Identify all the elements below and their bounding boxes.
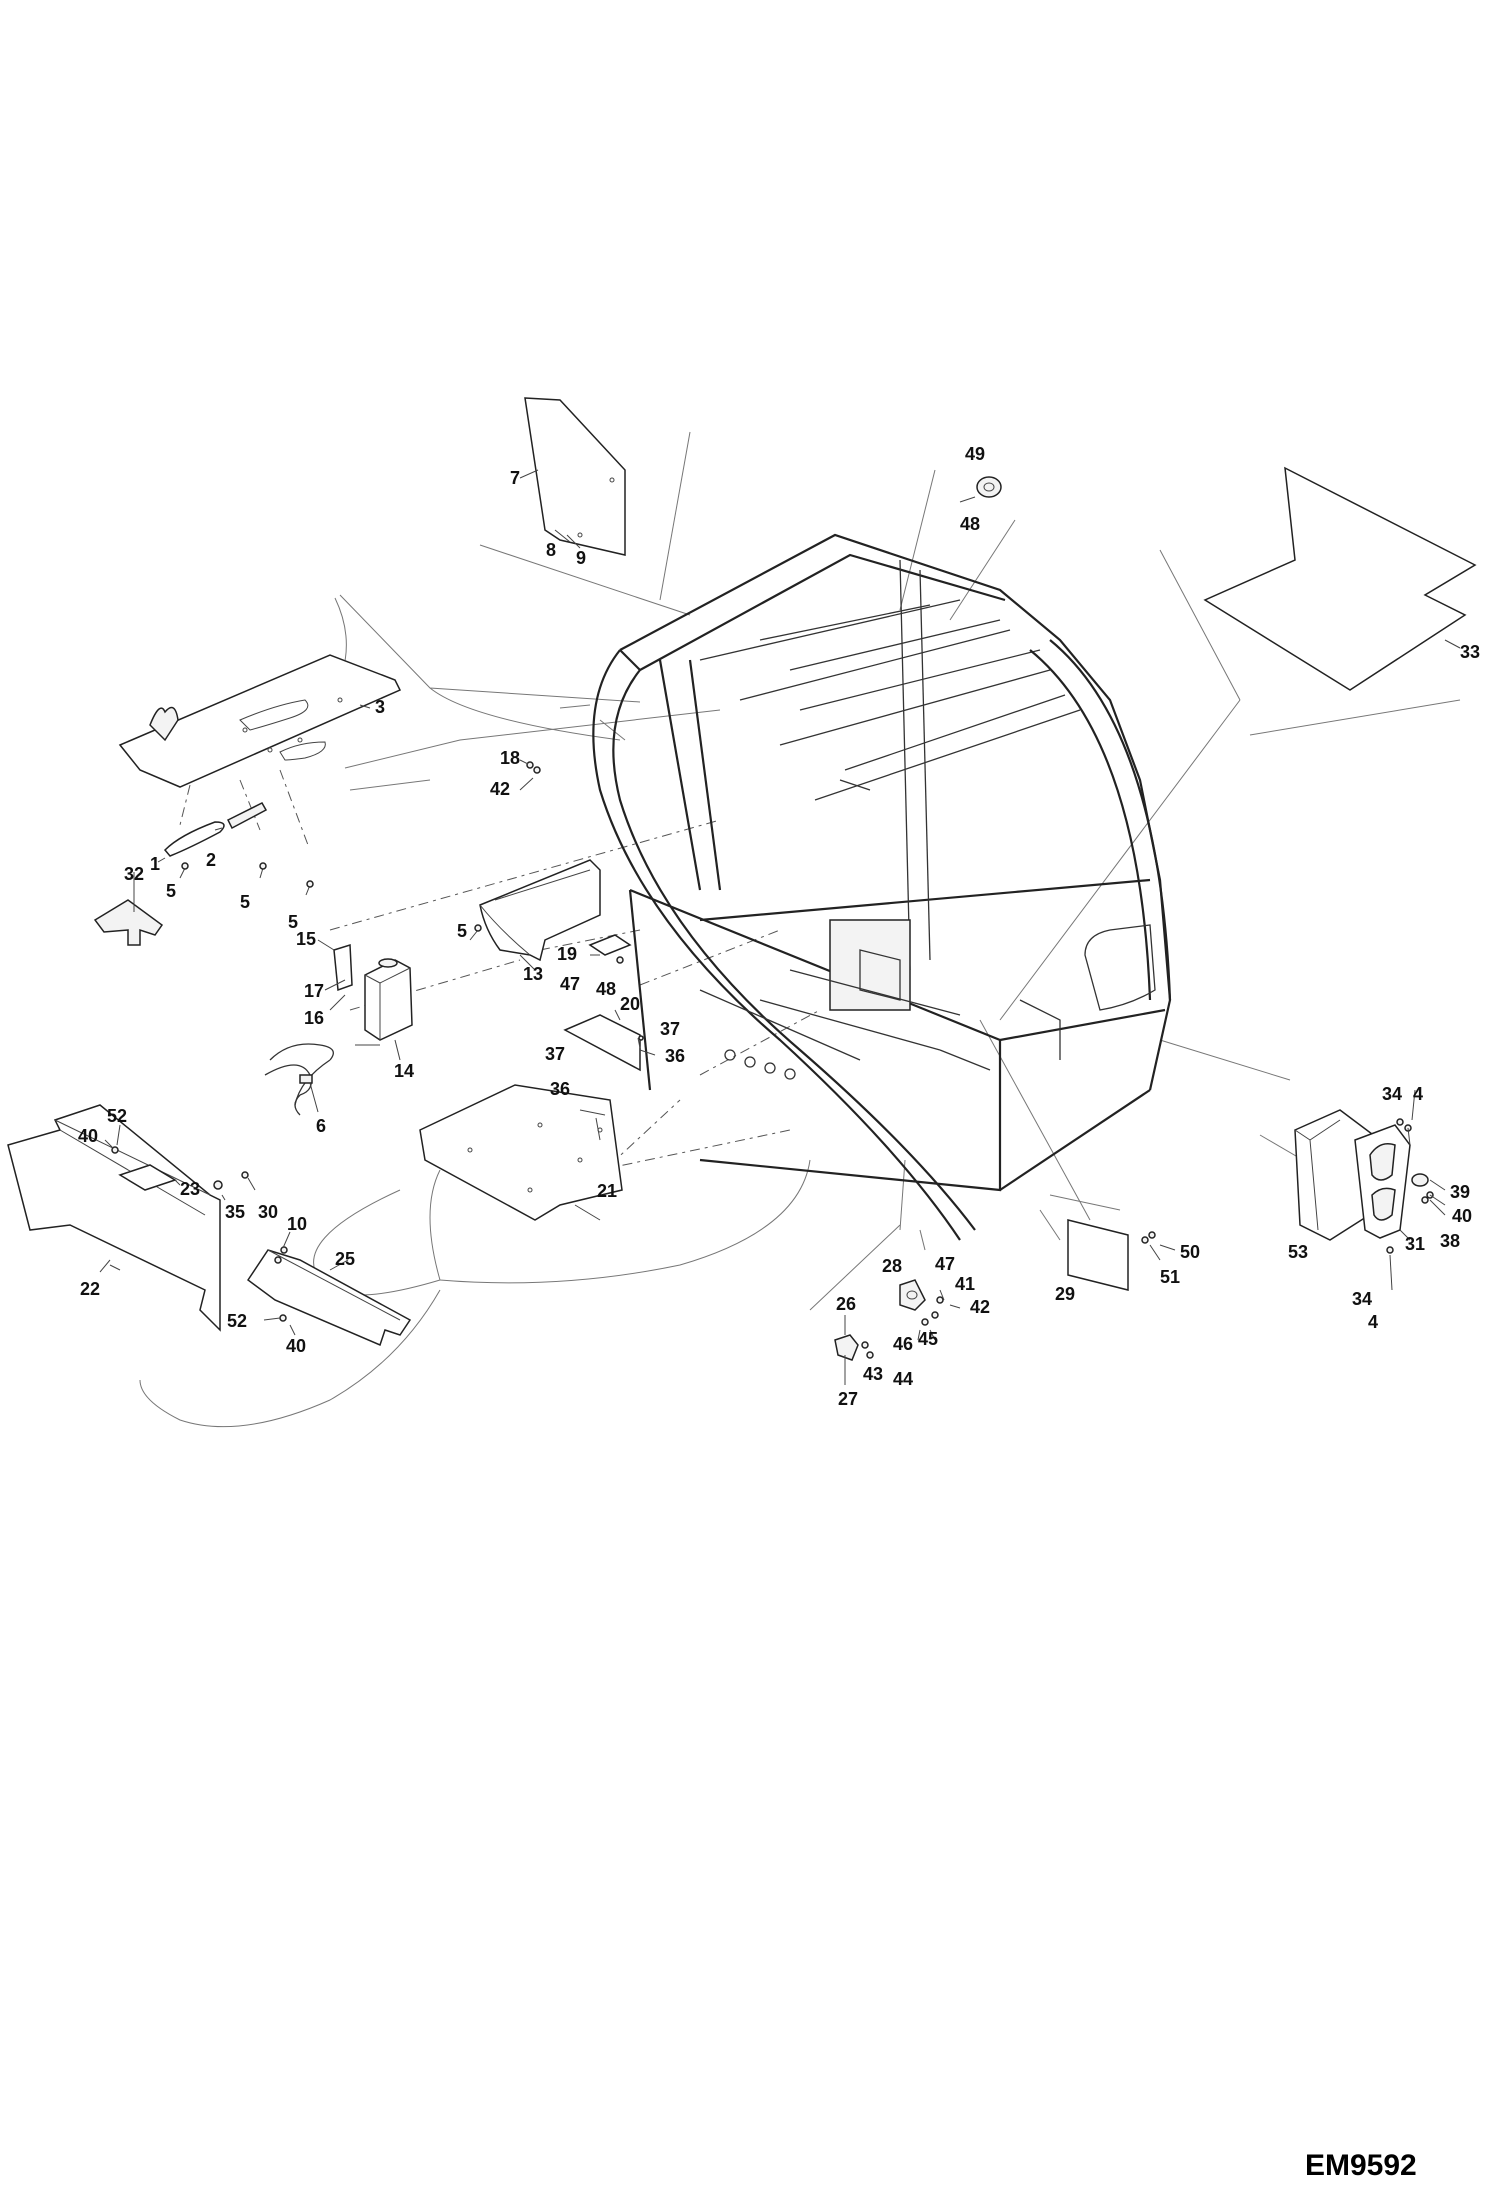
callout-1: 1 bbox=[150, 854, 160, 874]
callout-40-c: 40 bbox=[1452, 1206, 1472, 1226]
drawing-code: EM9592 bbox=[1305, 2149, 1417, 2182]
callout-5-b: 5 bbox=[240, 892, 250, 912]
part-20-plate bbox=[563, 1009, 656, 1072]
part-22-side-panel bbox=[7, 1104, 221, 1332]
screw-52-40-bottom bbox=[263, 1314, 296, 1336]
callout-34-bot: 34 bbox=[1352, 1289, 1372, 1309]
callout-4-bot: 4 bbox=[1368, 1312, 1378, 1332]
callout-49: 49 bbox=[965, 444, 985, 464]
callout-53: 53 bbox=[1288, 1242, 1308, 1262]
callout-47-bot: 47 bbox=[935, 1254, 955, 1274]
part-33-mat bbox=[1203, 466, 1477, 691]
callout-31: 31 bbox=[1405, 1234, 1425, 1254]
callout-2: 2 bbox=[206, 850, 216, 870]
callout-9: 9 bbox=[576, 548, 586, 568]
callout-52-b: 52 bbox=[227, 1311, 247, 1331]
part-32-handle bbox=[93, 872, 164, 946]
callout-42-top: 42 bbox=[490, 779, 510, 799]
part-49-knob bbox=[959, 476, 1002, 503]
part-6-hoses bbox=[264, 1043, 380, 1116]
part-21-floor-plate bbox=[419, 1084, 623, 1221]
callout-14: 14 bbox=[394, 1061, 414, 1081]
callout-20: 20 bbox=[620, 994, 640, 1014]
callout-35: 35 bbox=[225, 1202, 245, 1222]
part-31-door-panel bbox=[1354, 1089, 1446, 1291]
callout-36-b: 36 bbox=[550, 1079, 570, 1099]
callout-22: 22 bbox=[80, 1279, 100, 1299]
callout-40-b: 40 bbox=[286, 1336, 306, 1356]
callout-5-c: 5 bbox=[288, 912, 298, 932]
callout-18: 18 bbox=[500, 748, 520, 768]
callouts: 7 8 9 49 48 33 3 18 42 1 2 5 5 5 32 15 1… bbox=[78, 444, 1480, 1409]
callout-39: 39 bbox=[1450, 1182, 1470, 1202]
callout-3: 3 bbox=[375, 697, 385, 717]
callout-28: 28 bbox=[882, 1256, 902, 1276]
callout-7: 7 bbox=[510, 468, 520, 488]
part-26-lock bbox=[834, 1315, 874, 1385]
callout-6: 6 bbox=[316, 1116, 326, 1136]
part-18-screw bbox=[519, 759, 541, 791]
callout-16: 16 bbox=[304, 1008, 324, 1028]
part-3-roof-panel bbox=[118, 654, 402, 846]
callout-34-top: 34 bbox=[1382, 1084, 1402, 1104]
callout-17: 17 bbox=[304, 981, 324, 1001]
callout-29: 29 bbox=[1055, 1284, 1075, 1304]
callout-42-bot: 42 bbox=[970, 1297, 990, 1317]
part-2-spring bbox=[214, 802, 268, 831]
part-15-bracket bbox=[317, 939, 353, 1011]
callout-27: 27 bbox=[838, 1389, 858, 1409]
callout-25: 25 bbox=[335, 1249, 355, 1269]
callout-21: 21 bbox=[597, 1181, 617, 1201]
callout-4-top: 4 bbox=[1413, 1084, 1423, 1104]
callout-47-mid: 47 bbox=[560, 974, 580, 994]
part-28-latch bbox=[899, 1279, 961, 1341]
screws-5 bbox=[179, 862, 314, 896]
callout-5-d: 5 bbox=[457, 921, 467, 941]
callout-48-mid: 48 bbox=[596, 979, 616, 999]
callout-41: 41 bbox=[955, 1274, 975, 1294]
part-25-trim bbox=[246, 1231, 412, 1347]
callout-37-a: 37 bbox=[660, 1019, 680, 1039]
part-23-label bbox=[118, 1164, 181, 1191]
callout-40-a: 40 bbox=[78, 1126, 98, 1146]
part-19-plate bbox=[588, 934, 632, 964]
callout-23: 23 bbox=[180, 1179, 200, 1199]
callout-26: 26 bbox=[836, 1294, 856, 1314]
callout-52-a: 52 bbox=[107, 1106, 127, 1126]
screw-35-30 bbox=[213, 1171, 256, 1201]
callout-37-b: 37 bbox=[545, 1044, 565, 1064]
guide-lines bbox=[139, 431, 1461, 1428]
callout-30: 30 bbox=[258, 1202, 278, 1222]
callout-45: 45 bbox=[918, 1329, 938, 1349]
callout-43: 43 bbox=[863, 1364, 883, 1384]
callout-5-a: 5 bbox=[166, 881, 176, 901]
callout-48-top: 48 bbox=[960, 514, 980, 534]
callout-44: 44 bbox=[893, 1369, 913, 1389]
callout-36-a: 36 bbox=[665, 1046, 685, 1066]
part-7-panel bbox=[519, 397, 626, 556]
callout-33: 33 bbox=[1460, 642, 1480, 662]
callout-13: 13 bbox=[523, 964, 543, 984]
callout-46: 46 bbox=[893, 1334, 913, 1354]
callout-8: 8 bbox=[546, 540, 556, 560]
part-29-plate bbox=[1067, 1219, 1176, 1291]
part-13-cover bbox=[469, 859, 601, 971]
callout-38: 38 bbox=[1440, 1231, 1460, 1251]
part-1-seal bbox=[157, 821, 225, 863]
callout-51: 51 bbox=[1160, 1267, 1180, 1287]
callout-32: 32 bbox=[124, 864, 144, 884]
callout-10: 10 bbox=[287, 1214, 307, 1234]
callout-15: 15 bbox=[296, 929, 316, 949]
part-14-reservoir bbox=[364, 958, 413, 1061]
screw-40-52-top bbox=[104, 1124, 121, 1154]
cab-frame bbox=[592, 533, 1172, 1241]
callout-19: 19 bbox=[557, 944, 577, 964]
callout-50: 50 bbox=[1180, 1242, 1200, 1262]
